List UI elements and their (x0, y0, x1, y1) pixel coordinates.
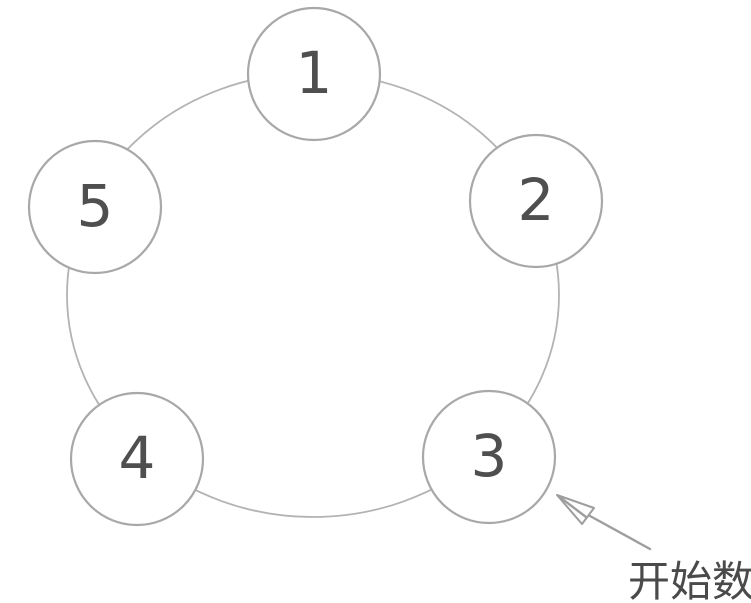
node-2-label: 2 (518, 166, 555, 234)
node-3: 3 (421, 389, 557, 525)
node-1-label: 1 (296, 39, 333, 107)
node-4-label: 4 (119, 424, 156, 492)
node-1-circle (246, 6, 382, 142)
node-3-circle (421, 389, 557, 525)
node-5-circle (27, 139, 163, 275)
node-2: 2 (468, 133, 604, 269)
arrow-head-fold-line (559, 496, 588, 519)
arrow-shaft (588, 514, 652, 551)
start-arrow (556, 494, 652, 551)
node-3-label: 3 (471, 422, 508, 490)
node-4: 4 (69, 391, 205, 527)
node-5-label: 5 (77, 172, 114, 240)
node-4-circle (69, 391, 205, 527)
node-1: 1 (246, 6, 382, 142)
node-2-circle (468, 133, 604, 269)
start-count-label: 开始数 (628, 557, 751, 603)
node-5: 5 (27, 139, 163, 275)
